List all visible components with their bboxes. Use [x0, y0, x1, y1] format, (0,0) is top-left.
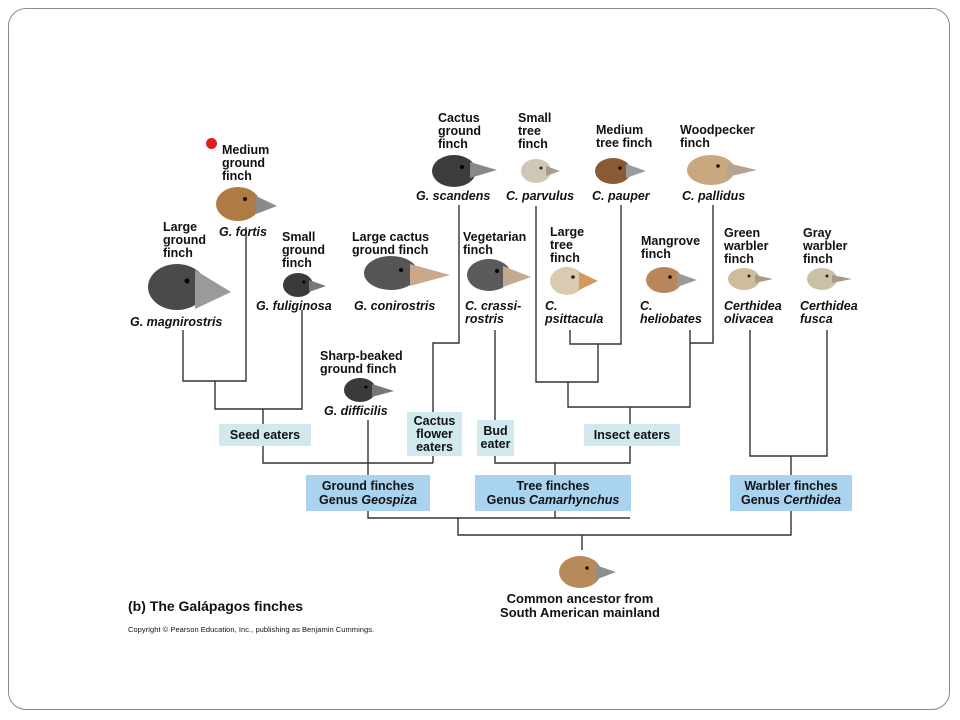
- sci-c-pallidus: C. pallidus: [682, 189, 746, 203]
- sci-c-heliobates: C. heliobates: [640, 299, 702, 326]
- sci-g-fortis: G. fortis: [219, 225, 267, 239]
- name-gray-warbler-finch: Gray warbler finch: [803, 226, 848, 266]
- bird-medium-tree-finch: [595, 158, 646, 184]
- ancestor-label: Common ancestor from South American main…: [500, 591, 660, 620]
- bird-large-tree-finch: [550, 267, 598, 295]
- diet-cactus-flower-eaters: Cactus flower eaters: [407, 412, 462, 456]
- diet-bud-eater: Bud eater: [477, 420, 514, 456]
- name-woodpecker-finch: Woodpecker finch: [680, 123, 755, 150]
- sci-g-fuliginosa: G. fuliginosa: [256, 299, 332, 313]
- branch: [598, 205, 622, 345]
- figure-caption: (b) The Galápagos finches: [128, 598, 304, 614]
- name-large-tree-finch: Large tree finch: [550, 225, 585, 265]
- bird-common-ancestor: [559, 556, 616, 588]
- bird-woodpecker-finch: [687, 155, 757, 185]
- group-ground-line1: Ground finches: [321, 479, 415, 493]
- bird-large-ground-finch: [148, 264, 231, 310]
- marker-dot: [206, 138, 217, 149]
- bird-medium-ground-finch: [216, 187, 277, 221]
- branch: [214, 310, 303, 410]
- bird-small-ground-finch: [283, 273, 326, 297]
- name-mangrove-finch: Mangrove finch: [641, 234, 701, 261]
- bird-cactus-ground-finch: [432, 155, 497, 187]
- group-warbler-prefix: Genus: [740, 493, 784, 507]
- tree-branches: [182, 205, 828, 550]
- branch: [367, 511, 630, 519]
- sci-c-crassirostris: C. crassi- rostris: [465, 299, 522, 326]
- branch: [567, 330, 691, 408]
- branch: [535, 206, 599, 383]
- sci-g-scandens: G. scandens: [416, 189, 491, 203]
- bird-green-warbler-finch: [728, 268, 773, 290]
- sci-g-difficilis: G. difficilis: [324, 404, 388, 418]
- bird-mangrove-finch: [646, 267, 697, 293]
- branch: [457, 511, 792, 536]
- branch: [432, 205, 460, 412]
- bird-sharp-beaked-ground-finch: [344, 378, 394, 402]
- bird-vegetarian-finch: [467, 259, 531, 291]
- sci-g-conirostris: G. conirostris: [354, 299, 436, 313]
- group-warbler-genus: Certhidea: [783, 493, 842, 507]
- name-large-cactus-ground-finch: Large cactus ground finch: [352, 230, 430, 257]
- branch: [494, 446, 631, 464]
- name-cactus-ground-finch: Cactus ground finch: [438, 111, 482, 151]
- group-tree-line1: Tree finches: [516, 479, 590, 493]
- name-green-warbler-finch: Green warbler finch: [724, 226, 769, 266]
- slide-frame: [8, 8, 950, 710]
- sci-c-psittacula: C. psittacula: [545, 299, 604, 326]
- name-small-tree-finch: Small tree finch: [518, 111, 552, 151]
- branch: [690, 205, 714, 344]
- bird-small-tree-finch: [521, 159, 560, 183]
- sci-certhidea-olivacea: Certhidea olivacea: [724, 299, 782, 326]
- sci-certhidea-fusca: Certhidea fusca: [800, 299, 858, 326]
- name-large-ground-finch: Large ground finch: [163, 220, 207, 260]
- group-tree-genus: Camarhynchus: [529, 493, 620, 507]
- group-ground-genus: Geospiza: [361, 493, 417, 507]
- group-warbler-finches: Warbler finches Genus Certhidea: [730, 475, 852, 511]
- diet-seed-eaters: Seed eaters: [219, 424, 311, 446]
- branch: [749, 330, 828, 457]
- branch: [262, 446, 433, 464]
- copyright-notice: Copyright © Pearson Education, Inc., pub…: [128, 625, 375, 634]
- group-ground-prefix: Genus: [319, 493, 362, 507]
- group-tree-finches: Tree finches Genus Camarhynchus: [475, 475, 631, 511]
- sci-c-pauper: C. pauper: [592, 189, 650, 203]
- bird-gray-warbler-finch: [807, 268, 852, 290]
- name-medium-tree-finch: Medium tree finch: [596, 123, 653, 150]
- name-medium-ground-finch: Medium ground finch: [222, 143, 270, 183]
- name-small-ground-finch: Small ground finch: [282, 230, 326, 270]
- bird-large-cactus-ground-finch: [364, 256, 450, 290]
- group-tree-prefix: Genus: [486, 493, 530, 507]
- diet-insect-eaters: Insect eaters: [584, 424, 680, 446]
- group-warbler-line1: Warbler finches: [744, 479, 838, 493]
- name-vegetarian-finch: Vegetarian finch: [463, 230, 527, 257]
- name-sharp-beaked-ground-finch: Sharp-beaked ground finch: [320, 349, 403, 376]
- sci-c-parvulus: C. parvulus: [506, 189, 575, 203]
- sci-g-magnirostris: G. magnirostris: [130, 315, 223, 329]
- group-ground-finches: Ground finches Genus Geospiza: [306, 475, 430, 511]
